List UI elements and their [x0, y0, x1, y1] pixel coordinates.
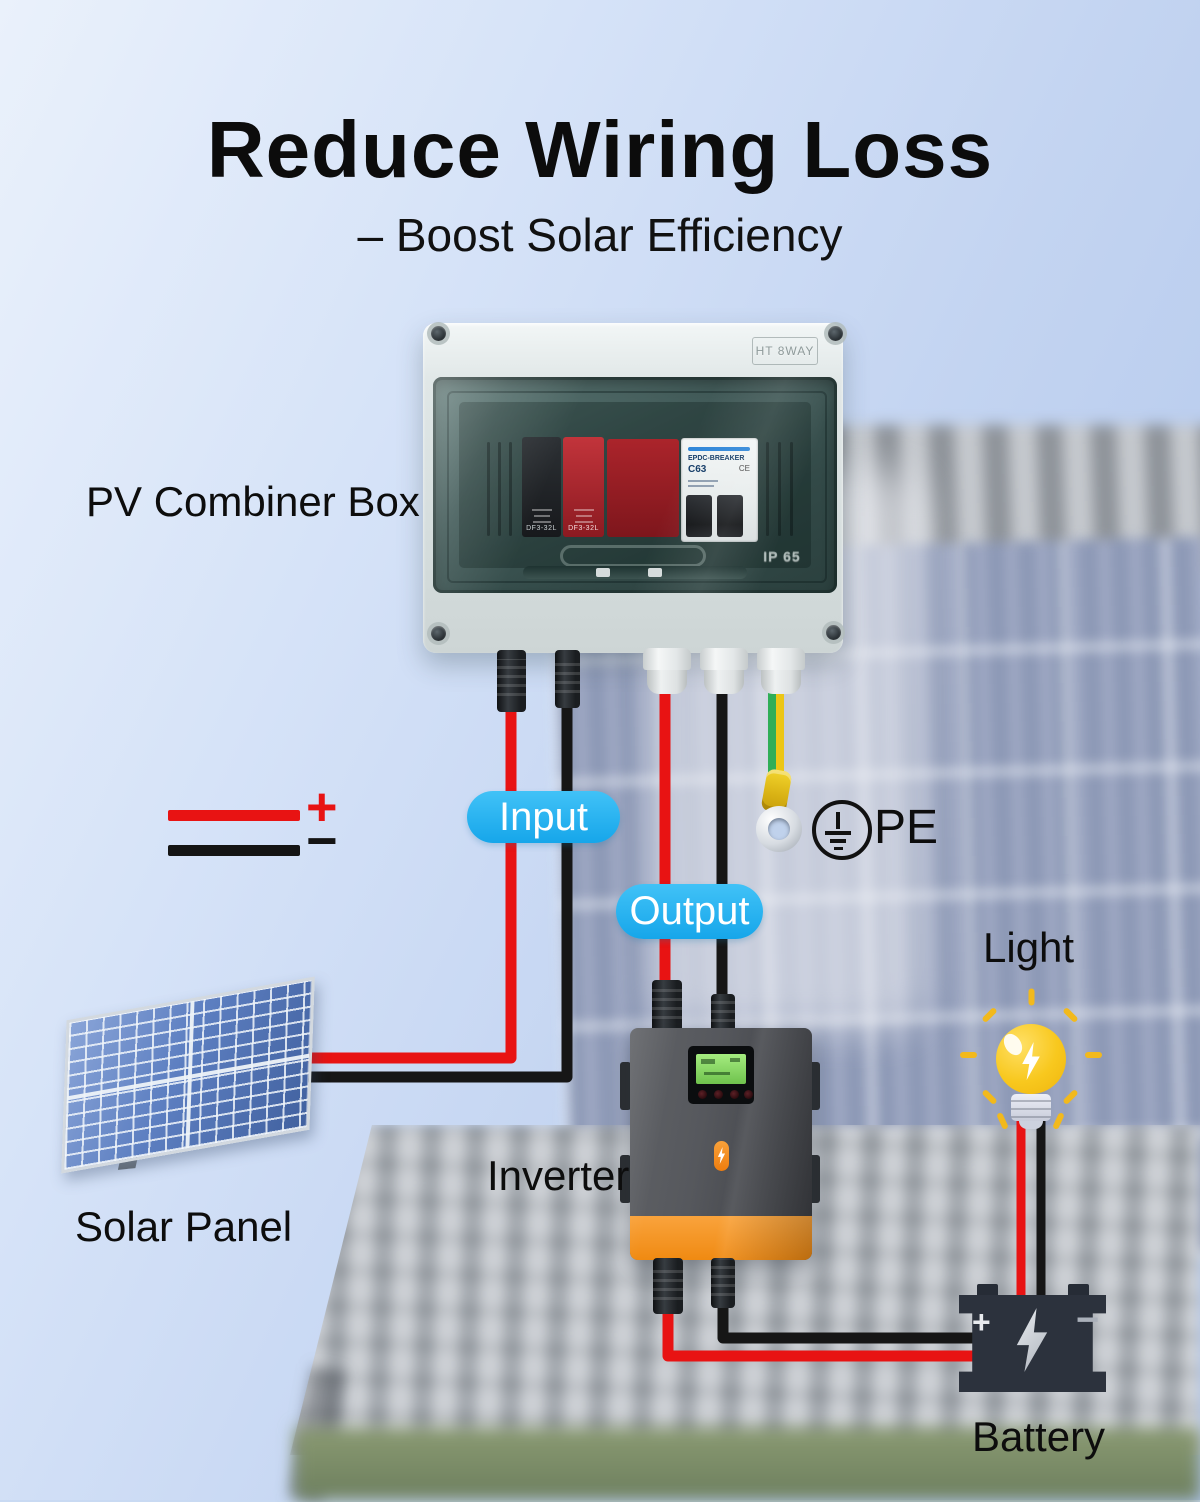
screw-icon	[828, 326, 843, 341]
surge-protector-module	[607, 439, 679, 537]
ring-terminal-hole	[768, 818, 790, 840]
legend-negative-sign: −	[306, 811, 338, 871]
breaker-model: C63	[688, 464, 707, 475]
brand-emboss-plate: HT 8WAY	[752, 337, 818, 365]
main-dc-breaker: EPDC-BREAKER C63 CE	[681, 438, 758, 542]
screw-icon	[826, 625, 841, 640]
input-badge: Input	[467, 791, 620, 843]
earth-ground-icon	[812, 800, 872, 860]
bulb-base	[1011, 1094, 1051, 1121]
grass-background	[295, 1428, 1200, 1500]
mc4-connector-icon	[555, 650, 580, 708]
inverter-side-fin	[809, 1155, 820, 1203]
light-ray	[1085, 1052, 1102, 1058]
ground-symbol-bar	[830, 839, 846, 843]
breaker-label: DF3-32L	[568, 525, 599, 532]
battery-minus-sign: −	[1076, 1298, 1100, 1342]
page-title: Reduce Wiring Loss	[206, 105, 994, 194]
light-label: Light	[983, 924, 1075, 971]
din-slot	[790, 442, 793, 536]
solar-panel-label: Solar Panel	[75, 1203, 293, 1250]
ip-rating-emboss: IP 65	[763, 548, 801, 564]
legend-negative-wire	[168, 845, 300, 856]
window-latch-bar	[523, 566, 747, 579]
din-slot	[498, 442, 501, 536]
bulb-base-tip	[1019, 1121, 1043, 1129]
ground-symbol-bar	[834, 847, 843, 850]
dc-breaker-red: DF3-32L	[563, 437, 604, 537]
light-ray	[960, 1052, 977, 1058]
legend-positive-wire	[168, 810, 300, 821]
dc-breaker-black: DF3-32L	[522, 437, 561, 537]
inverter-button	[698, 1090, 707, 1099]
breaker-name: EPDC-BREAKER	[688, 455, 745, 462]
screw-icon	[431, 326, 446, 341]
breaker-label: DF3-32L	[526, 525, 557, 532]
inverter-orange-band	[630, 1216, 812, 1260]
lcd-graphic	[704, 1072, 730, 1075]
breaker-toggle	[717, 495, 743, 537]
cable-gland-icon	[757, 648, 805, 694]
cable-gland-icon	[643, 648, 691, 694]
lcd-graphic	[701, 1059, 715, 1064]
mc4-connector-icon	[711, 1258, 735, 1308]
output-badge: Output	[616, 884, 763, 939]
combiner-box-label: PV Combiner Box	[86, 478, 420, 525]
lcd-graphic	[730, 1058, 740, 1062]
mc4-connector-icon	[653, 1258, 683, 1314]
inverter-side-fin	[809, 1062, 820, 1110]
cable-gland-icon	[700, 648, 748, 694]
din-slot	[487, 442, 490, 536]
din-slot	[778, 442, 781, 536]
mc4-connector-icon	[497, 650, 526, 712]
inverter-label: Inverter	[487, 1152, 630, 1199]
battery-label: Battery	[972, 1413, 1106, 1460]
din-slot	[509, 442, 512, 536]
screw-icon	[431, 626, 446, 641]
inverter-button	[744, 1090, 753, 1099]
pe-label: PE	[874, 801, 939, 854]
lightning-icon	[717, 1147, 726, 1164]
inverter-button	[714, 1090, 723, 1099]
ce-mark: CE	[738, 464, 750, 473]
ground-symbol-bar	[825, 831, 851, 835]
page-subtitle: – Boost Solar Efficiency	[357, 209, 843, 261]
breaker-blue-stripe	[688, 447, 750, 451]
latch-clip	[596, 568, 610, 577]
breaker-toggle	[686, 495, 712, 537]
window-handle	[560, 545, 706, 567]
inverter-side-fin	[620, 1062, 631, 1110]
mc4-connector-icon	[711, 994, 735, 1032]
light-ray	[1028, 988, 1035, 1006]
ground-symbol-stem	[836, 812, 840, 829]
inverter-side-fin	[620, 1155, 631, 1203]
battery-plus-sign: +	[972, 1304, 991, 1340]
mc4-connector-icon	[652, 980, 682, 1032]
din-slot	[766, 442, 769, 536]
inverter-button	[730, 1090, 739, 1099]
combiner-window-frame	[447, 391, 827, 583]
latch-clip	[648, 568, 662, 577]
